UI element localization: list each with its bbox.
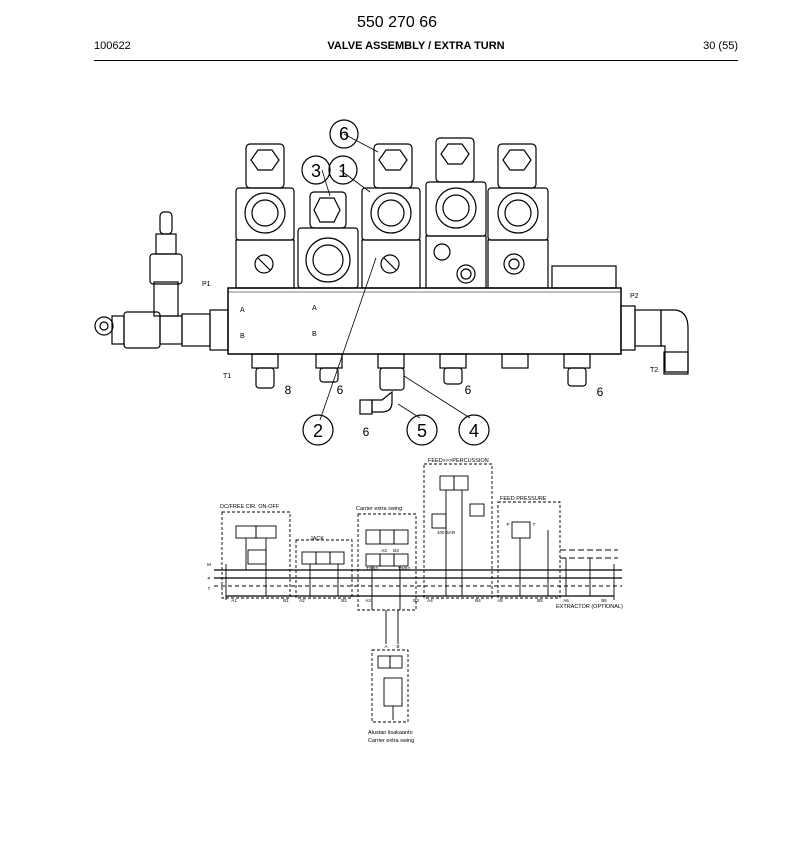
- port-label-p1: P1: [202, 281, 211, 288]
- label-a3-small: A3: [381, 548, 387, 553]
- solenoid-valve-1: [235, 143, 295, 289]
- port-a4: A4: [427, 598, 433, 603]
- port-label-b1: B: [240, 333, 245, 340]
- port-a2: A2: [299, 598, 305, 603]
- port-label-b2: B: [312, 331, 317, 338]
- label-feed-pressure: FEED PRESSURE: [500, 496, 547, 502]
- port-label-a2: A: [312, 305, 317, 312]
- port-label-p2: P2: [630, 293, 639, 300]
- port-label-a1: A: [240, 307, 245, 314]
- port-b2: B2: [341, 598, 347, 603]
- callout-3: 3: [311, 161, 321, 181]
- port-label-t2: T2: [650, 367, 658, 374]
- fitting-number-8: 8: [285, 383, 292, 397]
- label-100-bar: 100 BAR: [437, 530, 456, 535]
- port-b6: B6: [601, 598, 607, 603]
- fitting-number-6a: 6: [337, 383, 344, 397]
- callout-5: 5: [417, 421, 427, 441]
- bottom-fittings: [251, 353, 591, 415]
- fitting-number-6b: 6: [465, 383, 472, 397]
- label-b: B: [396, 644, 399, 649]
- port-a6: A6: [563, 598, 569, 603]
- label-b3-small: B3: [393, 548, 399, 553]
- label-jack: JACK: [310, 536, 324, 542]
- port-a5: A5: [497, 598, 503, 603]
- page-number: 30 (55): [703, 40, 738, 52]
- fitting-number-6d: 6: [363, 425, 370, 439]
- port-b4: B4: [475, 598, 481, 603]
- side-port-p: P: [207, 576, 210, 581]
- label-bottom-2: Carrier extra swing: [368, 738, 414, 744]
- callout-circles: [301, 119, 490, 446]
- header-rule: [94, 60, 738, 61]
- label-p: P: [506, 522, 509, 527]
- label-extractor: EXTRACTOR (OPTIONAL): [556, 604, 623, 610]
- page-header: 100622 VALVE ASSEMBLY / EXTRA TURN 30 (5…: [94, 40, 738, 56]
- callout-4: 4: [469, 421, 479, 441]
- page-title: VALVE ASSEMBLY / EXTRA TURN: [327, 40, 505, 52]
- valve-assembly-drawing: [94, 119, 689, 446]
- date-code: 100622: [94, 40, 131, 52]
- fitting-number-6c: 6: [597, 385, 604, 399]
- label-t2-b3: T2/B3: [366, 566, 379, 571]
- callout-6: 6: [339, 124, 349, 144]
- label-dc-free-cir: DC/FREE CIR. ON-OFF: [220, 504, 280, 510]
- side-port-t: T: [208, 586, 211, 591]
- label-t3-b3: T3/B3: [398, 566, 411, 571]
- port-a1: A1: [231, 598, 237, 603]
- port-a3: A3: [365, 598, 371, 603]
- port-b3: B3: [413, 598, 419, 603]
- label-feed-percussion: FEED>>>PERCUSSION: [428, 458, 489, 464]
- hydraulic-schematic: [214, 463, 622, 723]
- label-a: A: [384, 644, 387, 649]
- label-bottom-1: Alustan lisakaanto: [368, 730, 413, 736]
- blank-cover-plate: [551, 265, 617, 289]
- label-carrier-extra-swing: Carrier extra swing: [356, 506, 402, 512]
- solenoid-valve-5: [487, 143, 549, 289]
- label-t: T: [533, 522, 536, 527]
- port-b5: B5: [537, 598, 543, 603]
- manifold-block: [227, 287, 622, 355]
- callout-2: 2: [313, 421, 323, 441]
- left-fittings: [94, 211, 229, 351]
- port-b1: B1: [283, 598, 289, 603]
- right-elbow-fitting: [620, 305, 689, 375]
- port-label-t1: T1: [223, 373, 231, 380]
- solenoid-valve-4: [425, 137, 487, 289]
- document-number: 550 270 66: [356, 14, 438, 31]
- callout-1: 1: [338, 161, 348, 181]
- solenoid-valve-3: [361, 143, 421, 289]
- leader-lines: [319, 133, 471, 421]
- solenoid-valve-2: [297, 191, 359, 289]
- side-port-m: M: [207, 562, 211, 567]
